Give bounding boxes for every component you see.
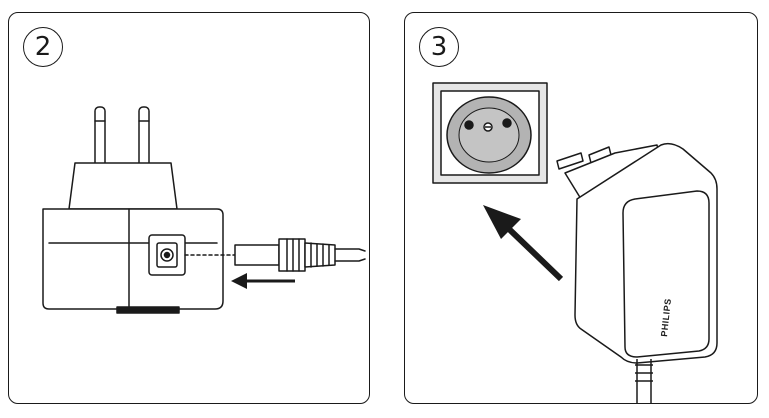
step-number-badge: 2 <box>23 27 63 67</box>
step-number: 2 <box>34 32 52 62</box>
plug-base <box>68 162 178 210</box>
adapter-connection-illustration <box>42 106 366 314</box>
brand-logo: PHILIPS <box>659 298 673 337</box>
power-adapter <box>556 142 718 403</box>
insert-direction-arrow <box>231 273 295 289</box>
plug-in-direction-arrow <box>483 205 564 282</box>
adapter-housing <box>42 208 224 314</box>
dc-plug <box>234 238 366 272</box>
plug-prongs <box>94 106 150 168</box>
step-number-badge: 3 <box>419 27 459 67</box>
dc-input-jack <box>148 234 186 276</box>
step-3-panel: 3 <box>404 12 758 404</box>
wall-socket <box>432 82 548 184</box>
brand-logo-text: PHILIPS <box>659 298 673 337</box>
step-number: 3 <box>430 32 448 62</box>
wall-socket-illustration: PHILIPS <box>432 82 718 403</box>
step-2-panel: 2 <box>8 12 370 404</box>
